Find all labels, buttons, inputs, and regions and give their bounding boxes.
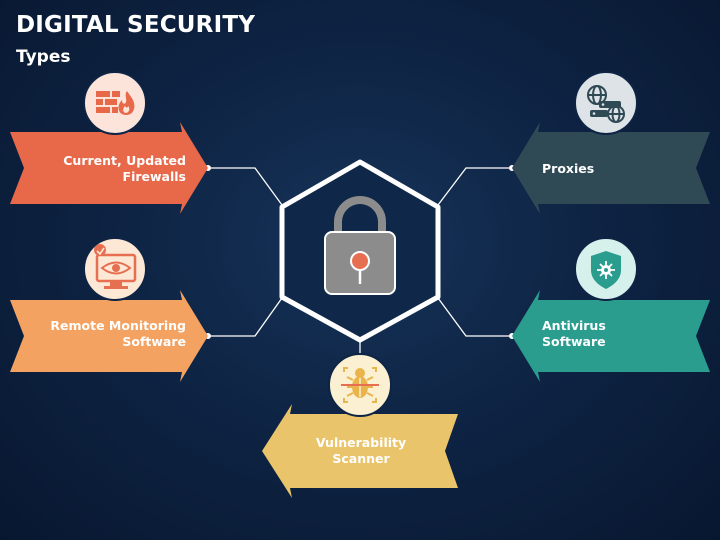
virus-shield-icon <box>574 237 638 301</box>
monitor-eye-icon <box>83 237 147 301</box>
arrow-scanner <box>262 404 458 498</box>
label-firewalls-line1: Current, Updated <box>63 153 186 168</box>
label-scanner-line1: Vulnerability <box>315 435 407 450</box>
connector-proxies <box>437 167 512 206</box>
label-proxies: Proxies <box>542 161 594 177</box>
arrow-monitoring <box>10 290 208 382</box>
label-antivirus-line1: Antivirus <box>542 318 606 333</box>
padlock-icon <box>324 196 396 295</box>
arrow-firewalls <box>10 122 208 214</box>
connector-antivirus <box>437 297 512 337</box>
connector-firewalls <box>208 167 283 206</box>
label-antivirus: Antivirus Software <box>542 318 606 350</box>
firewall-icon <box>83 71 147 135</box>
label-monitoring-line2: Software <box>122 334 186 349</box>
label-scanner: Vulnerability Scanner <box>300 435 422 467</box>
bug-scan-icon <box>328 353 392 417</box>
proxy-servers-icon <box>574 71 638 135</box>
label-antivirus-line2: Software <box>542 334 606 349</box>
label-monitoring-line1: Remote Monitoring <box>50 318 186 333</box>
arrow-proxies <box>512 122 710 214</box>
label-monitoring: Remote Monitoring Software <box>50 318 186 350</box>
label-firewalls: Current, Updated Firewalls <box>63 153 186 185</box>
page-title: DIGITAL SECURITY <box>16 12 256 38</box>
connector-monitoring <box>208 297 283 337</box>
arrow-antivirus <box>512 290 710 382</box>
connector-lines <box>208 167 512 358</box>
page-subtitle: Types <box>16 47 71 67</box>
label-firewalls-line2: Firewalls <box>122 169 186 184</box>
label-proxies-line1: Proxies <box>542 161 595 176</box>
label-scanner-line2: Scanner <box>332 451 390 466</box>
